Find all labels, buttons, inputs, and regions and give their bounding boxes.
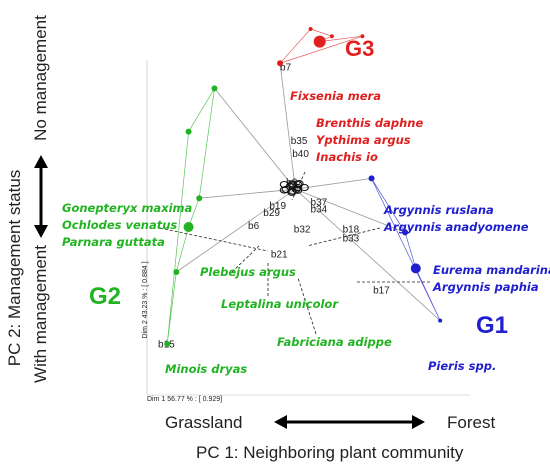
species-name: Argynnis anadyomene: [383, 220, 529, 234]
site-label-b33: b33: [343, 233, 360, 244]
site-connector-line: [295, 178, 372, 190]
point-g1: [402, 229, 409, 236]
site-connector-line: [176, 188, 296, 273]
site-label-b40: b40: [292, 149, 309, 160]
x-axis-left-label: Grassland: [165, 413, 242, 432]
site-label-b29: b29: [263, 208, 280, 219]
point-g2: [164, 341, 171, 347]
species-annotation-g2: Leptalina unicolor: [221, 297, 339, 311]
site-label-b18: b18: [343, 224, 360, 235]
point-g3: [329, 34, 334, 39]
species-name: Inachis io: [316, 150, 378, 164]
site-label-b21: b21: [271, 250, 288, 261]
dim2-caption: Dim 2 43.23 % : [ 0.884 ]: [142, 261, 149, 338]
point-g3: [313, 35, 326, 48]
species-name: Fabriciana adippe: [277, 335, 392, 349]
species-name: Eurema mandarina: [433, 263, 550, 277]
point-g2: [183, 222, 194, 232]
x-axis-double-arrow: [274, 415, 425, 429]
species-name: Pieris spp.: [428, 359, 496, 373]
annotation-leader-line: [306, 227, 381, 247]
y-axis-title: PC 2: Management status: [5, 170, 24, 367]
point-g1: [368, 175, 375, 182]
site-connector-line: [295, 188, 441, 321]
species-name: Brenthis daphne: [316, 116, 423, 130]
site-label-b6: b6: [248, 221, 260, 232]
point-g1: [438, 318, 443, 323]
hull-g3: [278, 28, 363, 64]
point-g2: [185, 128, 192, 135]
species-annotation-g2: Fabriciana adippe: [277, 335, 392, 349]
site-connector-line: [199, 188, 296, 199]
y-axis-double-arrow: [34, 155, 48, 238]
species-name: Gonepteryx maxima: [62, 201, 193, 215]
group-label-g1: G1: [476, 312, 508, 339]
point-g1: [410, 263, 421, 274]
site-label-b35: b35: [291, 136, 308, 147]
y-axis-bottom-label: With management: [31, 245, 50, 383]
site-label-b17: b17: [373, 286, 390, 297]
site-label-b19: b19: [269, 201, 286, 212]
species-name: Parnara guttata: [62, 235, 165, 249]
dim1-caption: Dim 1 56.77 % : [ 0.929]: [147, 396, 222, 403]
annotation-leader-line: [231, 245, 260, 273]
site-label-b32: b32: [294, 224, 311, 235]
y-axis-top-label: No management: [31, 15, 50, 141]
group-label-g3: G3: [345, 36, 374, 61]
point-g2: [211, 85, 218, 92]
site-cluster-mark: [281, 185, 291, 194]
annotation-leader-line: [159, 227, 269, 252]
species-annotation-g1: Pieris spp.: [428, 359, 496, 373]
species-name: Plebejus argus: [200, 265, 296, 279]
species-name: Argynnis ruslana: [383, 203, 494, 217]
point-g3: [308, 27, 313, 31]
point-g2: [196, 195, 203, 202]
group-points: [164, 27, 443, 347]
site-label-b34: b34: [311, 205, 328, 216]
site-cluster-mark: [279, 180, 289, 189]
site-cluster-mark: [293, 181, 303, 189]
site-label-b7: b7: [280, 62, 292, 73]
point-g3: [360, 34, 365, 39]
point-g2: [173, 269, 180, 275]
species-name: Ochlodes venatus: [62, 218, 177, 232]
species-name: Leptalina unicolor: [221, 297, 339, 311]
species-name: Ypthima argus: [316, 133, 411, 147]
species-name: Argynnis paphia: [432, 280, 539, 294]
species-annotation-g2: Plebejus argus: [200, 265, 296, 279]
site-connector-line: [214, 88, 296, 190]
species-annotation-g2: Minois dryas: [165, 362, 247, 376]
x-axis-right-label: Forest: [447, 413, 495, 432]
site-label-b37: b37: [311, 197, 328, 208]
hull-g2: [166, 88, 215, 345]
x-axis-title: PC 1: Neighboring plant community: [196, 443, 464, 462]
hull-g1: [371, 178, 441, 321]
site-connector-line: [295, 188, 406, 233]
species-annotation-g3: Fixsenia mera: [290, 89, 381, 103]
group-label-g2: G2: [89, 283, 121, 310]
site-connector-line: [279, 63, 296, 190]
site-cluster-mark: [288, 181, 298, 189]
axis-frames: [146, 60, 470, 396]
point-g3: [277, 60, 284, 67]
species-name: Minois dryas: [165, 362, 247, 376]
species-name: Fixsenia mera: [290, 89, 381, 103]
